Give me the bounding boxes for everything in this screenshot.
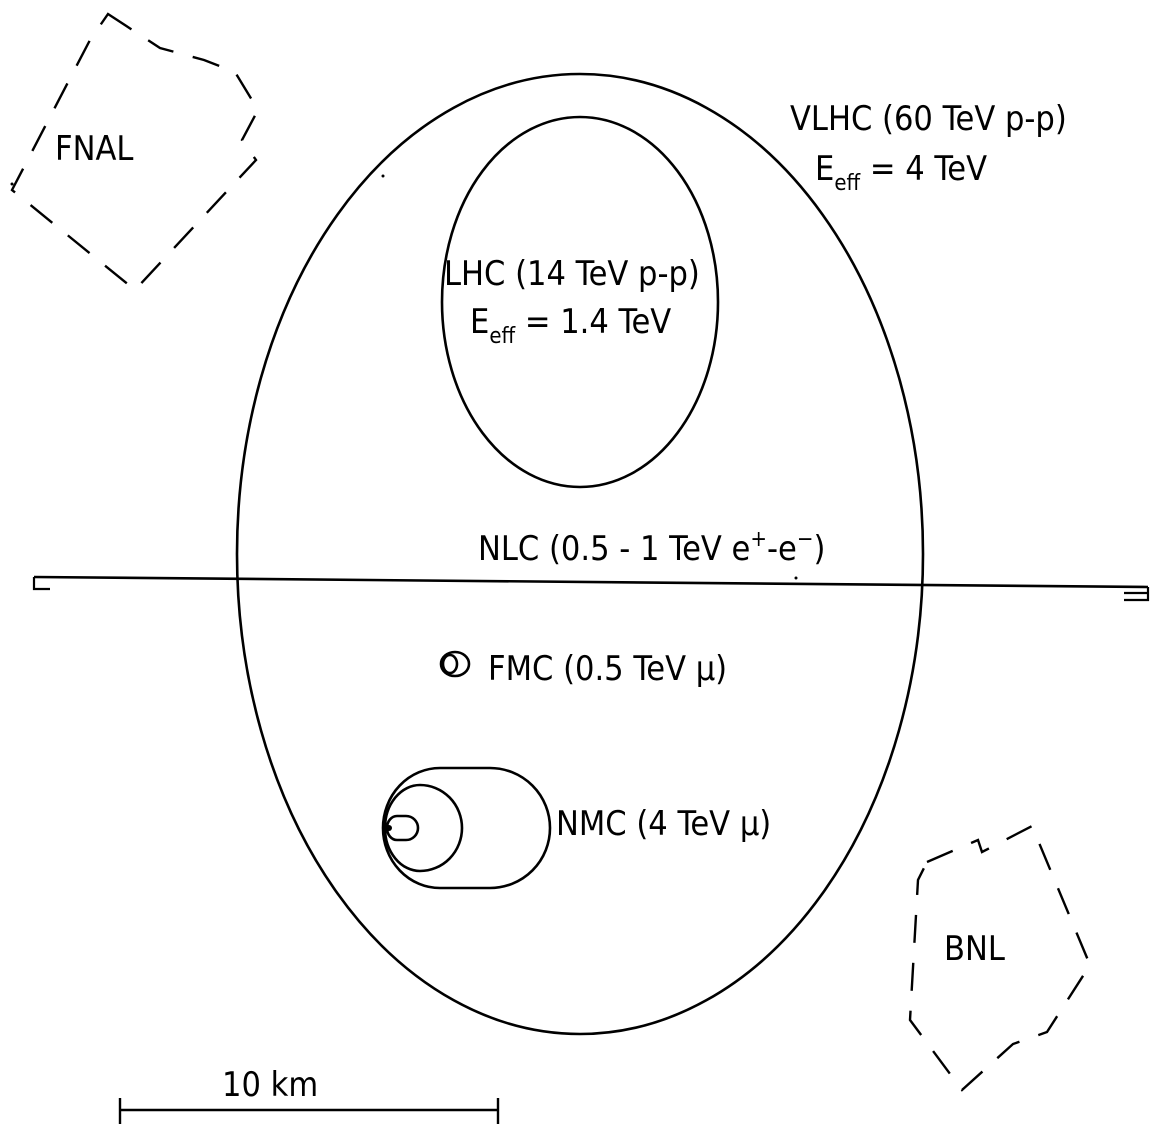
scale-bar xyxy=(118,1098,500,1124)
lhc-label: LHC (14 TeV p-p) xyxy=(444,254,700,294)
fmc-outer-ring xyxy=(439,650,471,678)
vlhc-effective-energy: Eeff = 4 TeV xyxy=(815,149,987,196)
nlc-left-end-hook xyxy=(32,577,50,591)
nlc-label-text: NLC (0.5 - 1 TeV e xyxy=(478,529,750,569)
speck xyxy=(381,174,385,178)
vlhc-eff-value: = 4 TeV xyxy=(860,149,987,189)
nlc-label: NLC (0.5 - 1 TeV e+-e−) xyxy=(478,527,825,569)
vlhc-eff-symbol: E xyxy=(815,149,834,189)
nlc-label-end: ) xyxy=(813,529,825,569)
vlhc-eff-subscript: eff xyxy=(834,171,861,196)
lhc-eff-value: = 1.4 TeV xyxy=(515,302,671,342)
lhc-effective-energy: Eeff = 1.4 TeV xyxy=(470,302,671,349)
nmc-label: NMC (4 TeV μ) xyxy=(556,804,771,844)
nmc-core-dot xyxy=(386,825,392,831)
vlhc-ring xyxy=(235,72,925,1036)
nlc-label-mid: -e xyxy=(767,529,797,569)
nmc-outer-ring xyxy=(381,766,552,890)
scale-bar-label: 10 km xyxy=(222,1065,318,1105)
lhc-eff-symbol: E xyxy=(470,302,489,342)
fmc-rings xyxy=(439,650,471,678)
vlhc-label: VLHC (60 TeV p-p) xyxy=(790,99,1067,139)
nlc-positron-sup: + xyxy=(750,527,767,552)
nmc-rings xyxy=(381,766,552,890)
speck xyxy=(10,182,14,186)
lhc-ring xyxy=(440,115,720,489)
fmc-label: FMC (0.5 TeV μ) xyxy=(488,649,727,689)
nmc-middle-ring xyxy=(383,783,464,873)
fnal-label: FNAL xyxy=(55,129,133,169)
fmc-inner-ring xyxy=(441,653,459,675)
nlc-right-end-hook xyxy=(1124,587,1150,602)
speck xyxy=(794,576,798,580)
bnl-label: BNL xyxy=(944,929,1005,969)
lhc-eff-subscript: eff xyxy=(489,324,516,349)
fnal-site-outline xyxy=(10,12,260,292)
nmc-inner-ring xyxy=(385,814,420,842)
nlc-line xyxy=(33,575,1149,589)
nlc-electron-sup: − xyxy=(797,527,814,552)
bnl-site-outline xyxy=(908,824,1092,1092)
